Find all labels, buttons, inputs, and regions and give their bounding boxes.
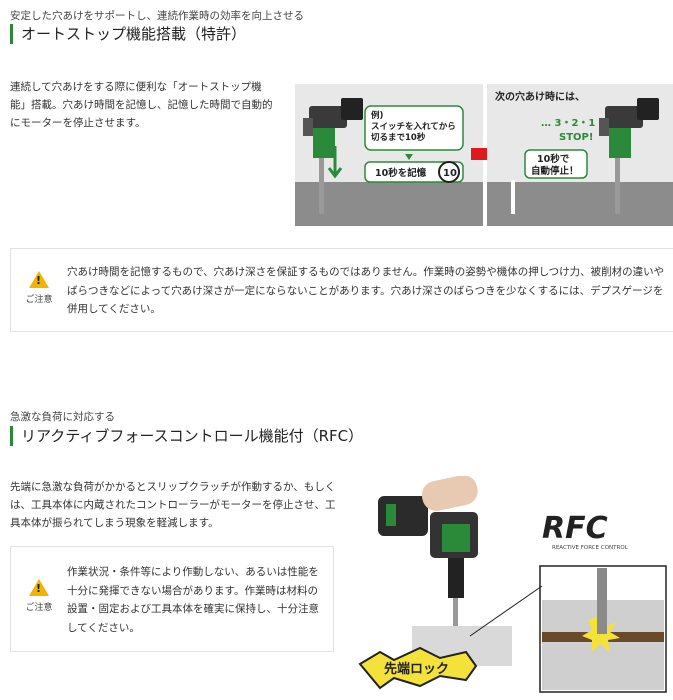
auto-stop-box [524, 149, 588, 179]
auto-line: 自動停止！ [531, 165, 579, 177]
bubble-line: スイッチを入れてから [371, 122, 456, 132]
callout-line [469, 585, 543, 637]
rfc-illustration: RFC REACTIVE FORCE CONTROL 先端ロック [358, 476, 667, 693]
drill-icon [378, 476, 478, 638]
caution-line: 併用してください。 [67, 303, 161, 315]
warning-icon: ! ご注意 [19, 271, 59, 305]
autostop-illustration: 例) スイッチを入れてから 切るまで10秒 10秒を記憶 10 次の穴あけ時には… [295, 84, 673, 226]
example-bubble [364, 105, 464, 151]
section2-body: 先端に急激な負荷がかかるとスリップクラッチが作動するか、もしく は、工具本体に内… [10, 478, 340, 532]
concrete-block [487, 182, 673, 226]
hole [511, 180, 515, 214]
body-line: 連続して穴あけをする際に便利な「オートストップ機 [10, 81, 262, 93]
triangle-down-icon [405, 154, 413, 160]
caution-line: ばらつきなどによって穴あけ深さが一定にならないことがあります。穴あけ深さのばらつ… [67, 284, 664, 297]
warning-icon: ! ご注意 [19, 579, 59, 613]
memorize-label: 10秒を記憶 [375, 167, 427, 179]
caution-label: ご注意 [25, 603, 53, 613]
concrete-block [295, 182, 483, 226]
body-line: 具本体が振られてしまう現象を軽減します。 [10, 517, 219, 529]
caution-line: 十分に発揮できない場合があります。作業時は材料の [67, 584, 318, 597]
drill-bit [597, 568, 607, 634]
body-line: 能」搭載。穴あけ時間を記憶し、記憶した時間で自動的 [10, 99, 273, 111]
bubble-line: 例) [371, 110, 384, 121]
caution-line: 作業状況・条件等により作動しない、あるいは性能を [67, 566, 319, 578]
countdown: … 3・2・1 [541, 118, 595, 129]
next-title: 次の穴あけ時には、 [495, 90, 585, 103]
caution-text: 穴あけ時間を記憶するもので、穴あけ深さを保証するものではありません。作業時の姿勢… [67, 263, 671, 319]
drill-icon [303, 98, 363, 214]
caution-box-1: ! ご注意 穴あけ時間を記憶するもので、穴あけ深さを保証するものではありません。… [10, 248, 673, 332]
down-arrow-icon [327, 146, 343, 179]
caution-line: 穴あけ時間を記憶するもので、穴あけ深さを保証するものではありません。作業時の姿勢… [67, 266, 665, 278]
timer-icon [438, 161, 460, 183]
body-line: は、工具本体に内蔵されたコントローラーがモーターを停止させ、工 [10, 499, 336, 511]
stop-label: STOP! [559, 132, 593, 143]
caution-text: 作業状況・条件等により作動しない、あるいは性能を 十分に発揮できない場合がありま… [67, 563, 329, 637]
bubble-line: 切るまで10秒 [371, 132, 426, 143]
tip-lock-badge [358, 646, 478, 690]
memorize-box [364, 161, 464, 183]
caution-box-2: ! ご注意 作業状況・条件等により作動しない、あるいは性能を 十分に発揮できない… [10, 546, 334, 652]
timer-value: 10 [443, 168, 457, 179]
body-line: 先端に急激な負荷がかかるとスリップクラッチが作動するか、もしく [10, 481, 336, 493]
section1-subheading: 安定した穴あけをサポートし、連続作業時の効率を向上させる [10, 10, 304, 22]
tip-lock-label: 先端ロック [384, 661, 449, 677]
body-line: にモーターを停止させます。 [10, 117, 146, 129]
auto-line: 10秒で [537, 153, 570, 165]
drill-icon [599, 98, 659, 214]
caution-line: 設置・固定および工具本体を確実に保持し、十分注意 [67, 603, 319, 615]
rfc-logo: RFC [542, 511, 608, 546]
section1-heading: オートストップ機能搭載（特許） [10, 24, 246, 44]
caution-line: してください。 [67, 621, 140, 634]
section1-body: 連続して穴あけをする際に便利な「オートストップ機 能」搭載。穴あけ時間を記憶し、… [10, 78, 290, 132]
section2-subheading: 急激な負荷に対応する [10, 411, 115, 423]
section2-heading: リアクティブフォースコントロール機能付（RFC） [10, 426, 363, 446]
rfc-logo-sub: REACTIVE FORCE CONTROL [552, 545, 629, 551]
caution-label: ご注意 [25, 295, 53, 305]
